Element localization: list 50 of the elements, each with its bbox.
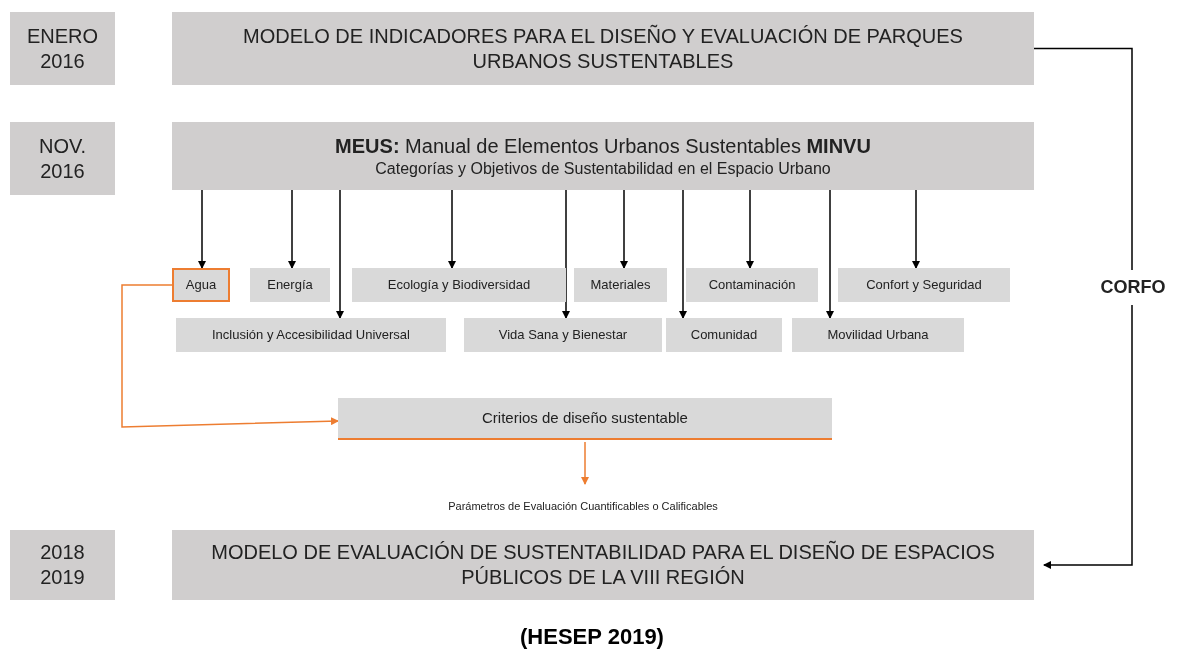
box-label: Energía [267,276,313,295]
box-label: Vida Sana y Bienestar [498,326,628,345]
box-label: ENERO 2016 [26,23,99,74]
arrow [826,189,834,319]
box-label: Agua [185,276,217,295]
manual-box [172,122,1034,190]
arrow [746,189,754,269]
category-box [574,268,667,302]
category-box [686,268,818,302]
box-label: Parámetros de Evaluación Cuantificables o Calificables [448,498,718,514]
category-box [176,318,446,352]
arrow [288,189,296,269]
box-label: 2018 2019 [39,540,86,590]
arrow [1033,47,1133,569]
manual-title: MEUS: Manual de Elementos Urbanos Sustentables MINVU [335,133,871,159]
category-box [666,318,782,352]
title-box [172,530,1034,600]
arrow [581,441,589,485]
caption: (HESEP 2019) [519,623,665,651]
arrow [620,189,628,269]
box-label: Ecología y Biodiversidad [387,276,531,295]
box-label: Movilidad Urbana [827,326,929,345]
box-label: Materiales [590,276,651,295]
date-box [10,122,115,195]
date-box [10,530,115,600]
box-label: MODELO DE INDICADORES PARA EL DISEÑO Y EVALUACIÓN DE PARQUES URBANOS SUSTENTABLES [242,23,964,74]
title-box [172,12,1034,85]
box-label: MODELO DE EVALUACIÓN DE SUSTENTABILIDAD PARA EL DISEÑO DE ESPACIOS PÚBLICOS DE LA VIII REGIÓN [210,540,996,590]
arrow [562,189,570,319]
arrow [679,189,687,319]
box-label: Inclusión y Accesibilidad Universal [212,326,410,345]
arrow [448,189,456,269]
category-box [464,318,662,352]
arrow [198,189,206,269]
category-box [172,268,230,302]
category-box [838,268,1010,302]
arrow [912,189,920,269]
criteria-box [338,398,832,440]
date-box [10,12,115,85]
category-box [792,318,964,352]
category-box [352,268,566,302]
box-label: Criterios de diseño sustentable [482,407,688,428]
box-label: Contaminación [708,276,796,295]
arrow [336,189,344,319]
box-label: Comunidad [690,326,758,345]
manual-subtitle: Categorías y Objetivos de Sustentabilidad en el Espacio Urbano [375,158,831,179]
category-box [250,268,330,302]
box-label: NOV. 2016 [37,133,88,184]
arrow [121,284,339,428]
box-label: Confort y Seguridad [866,276,982,295]
